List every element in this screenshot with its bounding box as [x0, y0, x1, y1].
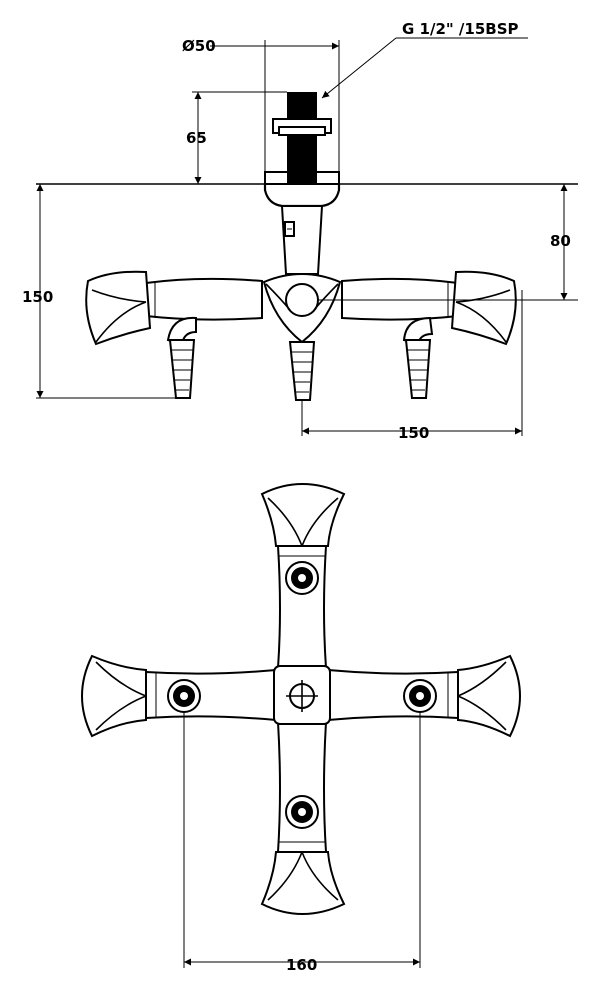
dimension-150-horizontal: 150 — [301, 290, 523, 442]
top-valve-handle — [260, 483, 346, 547]
width-160-label: 160 — [286, 956, 317, 974]
front-view: Ø50 G 1/2" /15BSP 65 150 80 — [22, 20, 578, 442]
left-valve-handle — [85, 270, 152, 346]
top-view-left-valve-handle — [81, 654, 147, 738]
center-hub — [273, 665, 331, 725]
threaded-shank — [272, 92, 332, 184]
dimension-thread: G 1/2" /15BSP — [321, 20, 528, 99]
thread-label: G 1/2" /15BSP — [402, 20, 519, 38]
top-view: 160 — [81, 483, 521, 974]
outlet-port-right — [403, 679, 437, 713]
height-150-label: 150 — [22, 288, 53, 306]
right-valve-handle — [450, 270, 517, 346]
dimension-150-vertical: 150 — [22, 184, 190, 399]
stem — [280, 205, 324, 275]
horizontal-arms — [145, 277, 459, 321]
height-65-label: 65 — [186, 129, 207, 147]
height-80-label: 80 — [550, 232, 571, 250]
diameter-label: Ø50 — [182, 37, 216, 55]
width-150-label: 150 — [398, 424, 429, 442]
top-view-right-valve-handle — [457, 654, 521, 738]
center-body — [262, 273, 342, 344]
dimension-160: 160 — [183, 712, 421, 974]
outlet-port-top — [285, 561, 319, 595]
right-hose-nozzle — [404, 339, 432, 399]
outlet-port-bottom — [285, 795, 319, 829]
dimension-65: 65 — [186, 91, 287, 184]
left-hose-nozzle — [168, 339, 196, 399]
dimension-diameter: Ø50 — [182, 37, 340, 172]
bottom-valve-handle — [260, 851, 346, 915]
dimension-80: 80 — [318, 184, 578, 301]
center-hose-nozzle — [288, 341, 316, 401]
outlet-port-left — [167, 679, 201, 713]
